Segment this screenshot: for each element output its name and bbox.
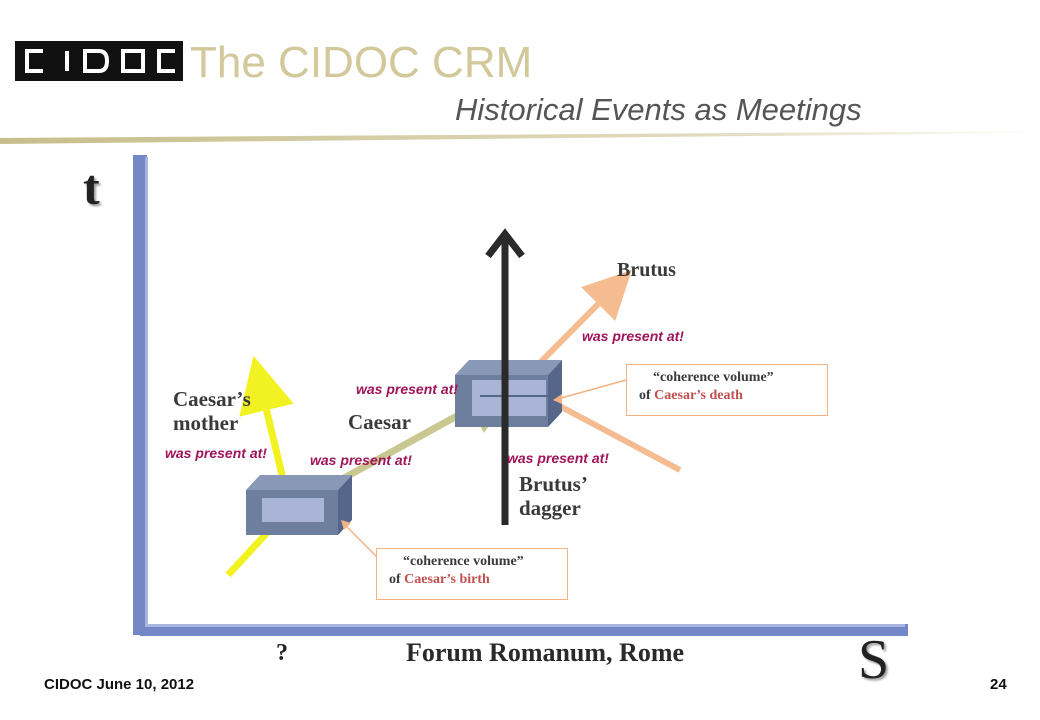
page-title: The CIDOC CRM bbox=[190, 38, 533, 87]
page-subtitle: Historical Events as Meetings bbox=[455, 92, 862, 127]
mother-present-label: was present at! bbox=[165, 445, 267, 461]
page-number: 24 bbox=[990, 676, 1007, 693]
brutus-dagger-label: Brutus’ dagger bbox=[519, 472, 588, 520]
birth-coherence-callout: “coherence volume” of Caesar’s birth bbox=[376, 548, 568, 600]
dagger-present-label: was present at! bbox=[507, 450, 609, 466]
time-axis bbox=[133, 155, 147, 635]
death-callout-connector bbox=[553, 379, 627, 401]
caesars-mother-label: Caesar’s mother bbox=[173, 387, 251, 435]
brutus-present-label: was present at! bbox=[582, 328, 684, 344]
brutus-label: Brutus bbox=[617, 259, 676, 281]
title-rule bbox=[0, 131, 1040, 144]
birth-coherence-volume bbox=[246, 475, 352, 535]
cidoc-logo bbox=[15, 41, 183, 81]
birth-callout-connector bbox=[341, 521, 381, 561]
unknown-place-label: ? bbox=[276, 640, 288, 666]
caesar-death-present-label: was present at! bbox=[356, 381, 458, 397]
time-axis-label: t bbox=[83, 159, 100, 215]
death-coherence-callout: “coherence volume” of Caesar’s death bbox=[626, 364, 828, 416]
dagger-arrowhead bbox=[485, 228, 525, 259]
space-axis-label: S bbox=[858, 629, 890, 691]
axes bbox=[133, 155, 908, 636]
forum-romanum-label: Forum Romanum, Rome bbox=[406, 638, 685, 667]
caesar-birth-present-label: was present at! bbox=[310, 452, 412, 468]
footer-date: CIDOC June 10, 2012 bbox=[44, 676, 195, 693]
caesar-label: Caesar bbox=[348, 410, 411, 434]
